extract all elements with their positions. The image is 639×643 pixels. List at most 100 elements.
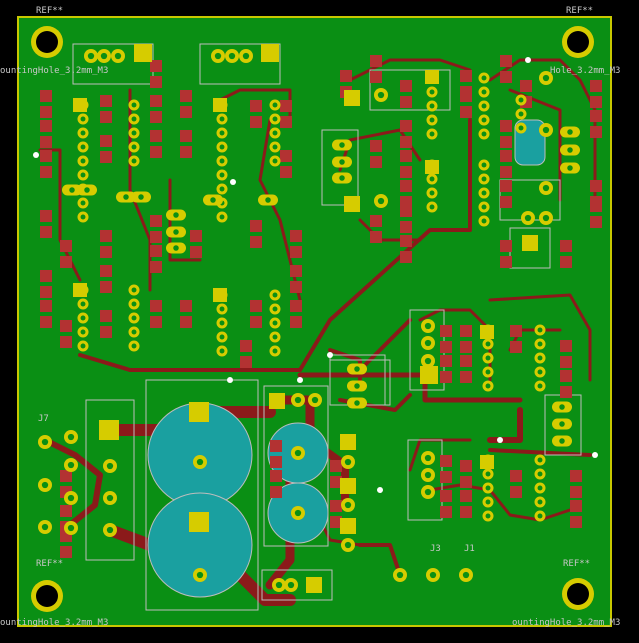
drill-hole (537, 383, 543, 389)
smd-pad (560, 340, 572, 352)
drill-hole (481, 103, 487, 109)
drill-hole (106, 494, 114, 502)
smd-pad (510, 470, 522, 482)
drill-hole (518, 111, 524, 117)
drill-hole (287, 581, 295, 589)
drill-hole (481, 117, 487, 123)
designator-j1: J1 (464, 544, 475, 554)
smd-pad (60, 546, 72, 558)
drill-hole (542, 184, 550, 192)
drill-hole (80, 130, 86, 136)
drill-hole (429, 190, 435, 196)
smd-pad (150, 146, 162, 158)
drill-hole (354, 383, 360, 389)
smd-pad (280, 166, 292, 178)
smd-pad (440, 341, 452, 353)
smd-pad (280, 100, 292, 112)
smd-pad (250, 316, 262, 328)
smd-pad (40, 106, 52, 118)
smd-pad (270, 456, 282, 468)
smd-pad (330, 460, 342, 472)
drill-hole (537, 471, 543, 477)
smd-pad (150, 95, 162, 107)
smd-pad (100, 246, 112, 258)
drill-hole (219, 172, 225, 178)
drill-hole (219, 158, 225, 164)
smd-pad (250, 220, 262, 232)
smd-pad (290, 265, 302, 277)
smd-pad (60, 320, 72, 332)
smd-pad (370, 140, 382, 152)
mount-label-bottom-left: ountingHole_3.2mm_M3 (0, 618, 109, 628)
smd-pad (60, 336, 72, 348)
drill-hole (219, 130, 225, 136)
drill-hole (559, 404, 565, 410)
drill-hole (272, 116, 278, 122)
drill-hole (219, 116, 225, 122)
smd-pad (330, 476, 342, 488)
smd-pad (400, 150, 412, 162)
smd-pad (590, 110, 602, 122)
drill-hole (429, 176, 435, 182)
smd-pad (150, 300, 162, 312)
smd-pad (590, 216, 602, 228)
smd-pad (500, 240, 512, 252)
drill-hole (485, 341, 491, 347)
drill-hole (272, 348, 278, 354)
drill-hole (485, 485, 491, 491)
drill-hole (424, 488, 432, 496)
smd-pad (40, 316, 52, 328)
smd-pad (60, 470, 72, 482)
drill-hole (481, 131, 487, 137)
drill-hole (219, 214, 225, 220)
smd-pad (290, 300, 302, 312)
smd-pad (280, 150, 292, 162)
smd-pad (180, 300, 192, 312)
smd-pad (150, 261, 162, 273)
smd-pad (460, 460, 472, 472)
vias (33, 57, 598, 493)
drill-hole (537, 369, 543, 375)
ref-label-top-right: REF** (566, 6, 594, 16)
smd-pad (440, 355, 452, 367)
drill-hole (80, 214, 86, 220)
drill-hole (481, 162, 487, 168)
drill-hole (131, 144, 137, 150)
smd-pad (190, 246, 202, 258)
smd-pad (180, 90, 192, 102)
smd-pad (40, 120, 52, 132)
smd-pad (100, 230, 112, 242)
smd-pad (330, 516, 342, 528)
drill-hole (344, 501, 352, 509)
drill-hole (173, 245, 179, 251)
smd-pad (270, 470, 282, 482)
mounting-hole-bottom-right (562, 578, 594, 610)
smd-pad (250, 116, 262, 128)
drill-hole (41, 438, 49, 446)
smd-pad (180, 146, 192, 158)
smd-pad (560, 386, 572, 398)
drill-hole (481, 89, 487, 95)
smd-pad (150, 130, 162, 142)
smd-pad (460, 506, 472, 518)
drill-hole (214, 52, 222, 60)
drill-hole (138, 194, 144, 200)
smd-pad (100, 326, 112, 338)
smd-pad (400, 96, 412, 108)
drill-hole (41, 523, 49, 531)
drill-hole (131, 343, 137, 349)
drill-hole (219, 348, 225, 354)
smd-pad (150, 245, 162, 257)
drill-hole (396, 571, 404, 579)
smd-pads (40, 55, 602, 558)
drill-hole (429, 117, 435, 123)
drill-hole (131, 116, 137, 122)
smd-pad (150, 316, 162, 328)
ref-label-top-left: REF** (36, 6, 64, 16)
drill-hole (424, 471, 432, 479)
drill-hole (265, 197, 271, 203)
smd-pad (330, 500, 342, 512)
smd-pad (400, 80, 412, 92)
drill-hole (69, 187, 75, 193)
drill-hole (524, 214, 532, 222)
